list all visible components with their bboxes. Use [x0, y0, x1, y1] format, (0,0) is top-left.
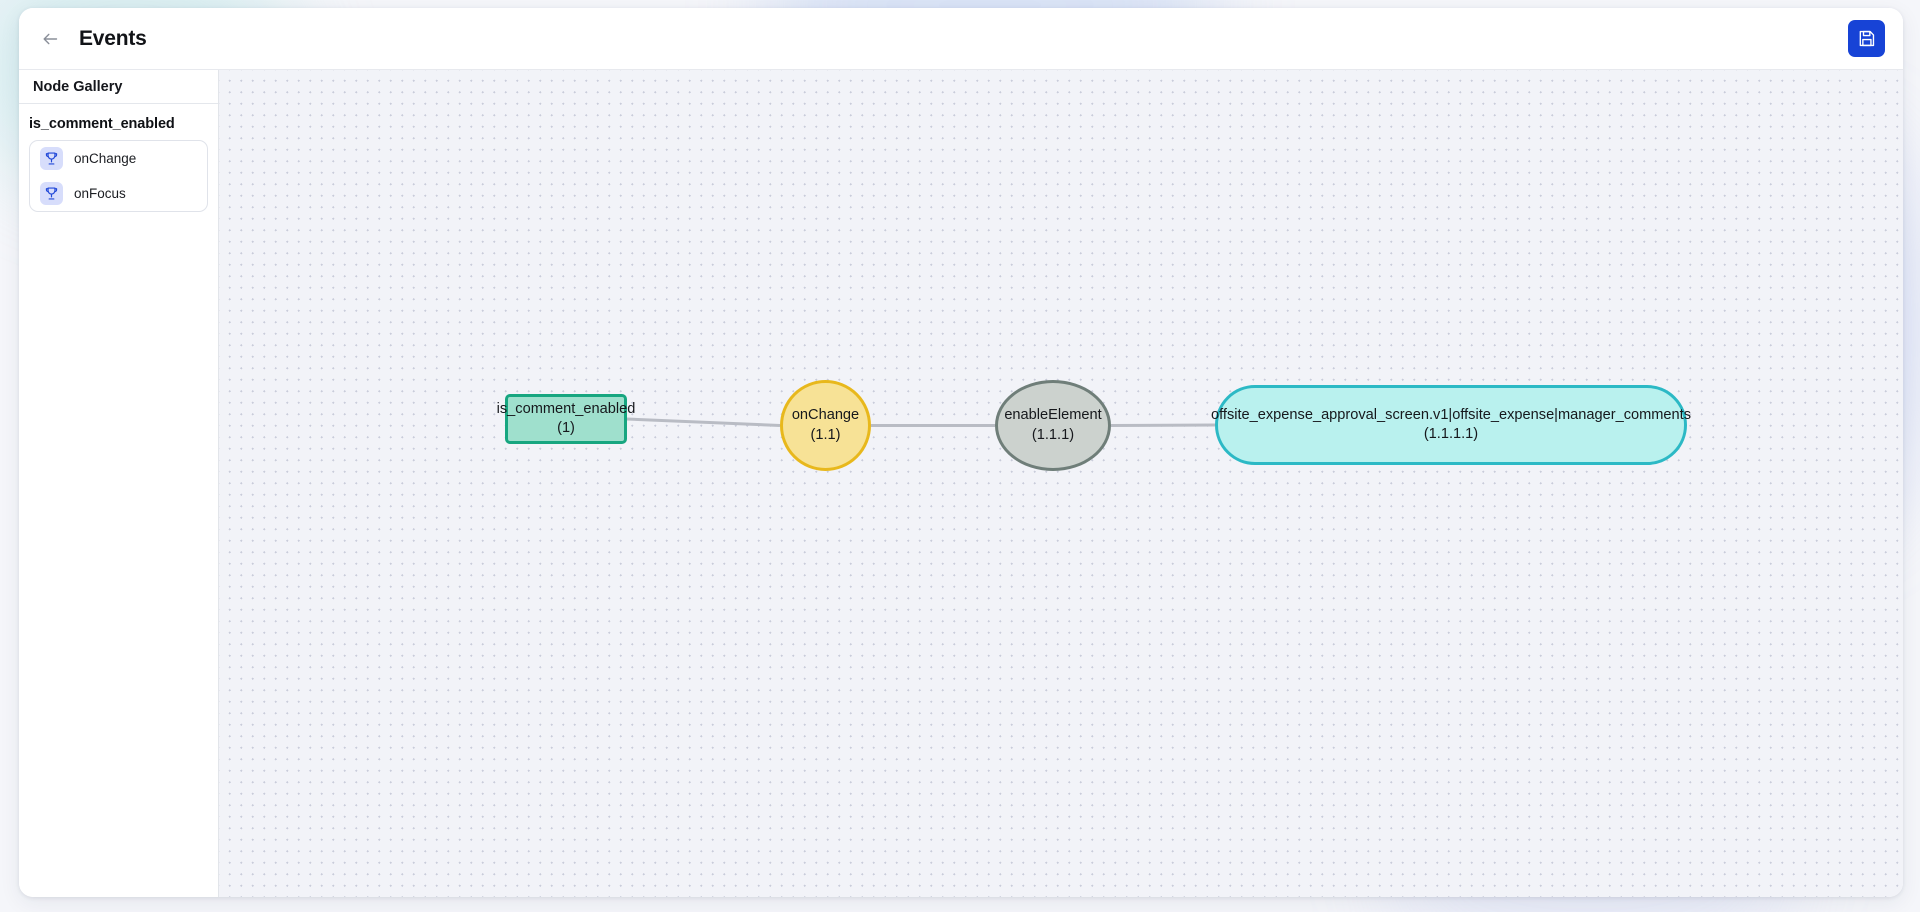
- save-button[interactable]: [1848, 20, 1885, 57]
- page-title: Events: [79, 26, 147, 50]
- graph-node-label: onChange: [791, 407, 860, 424]
- node-group-label: is_comment_enabled: [29, 116, 175, 132]
- graph-node-index: (1.1): [810, 426, 841, 443]
- graph-node-is-comment-enabled[interactable]: is_comment_enabled (1): [497, 394, 635, 444]
- page-header: Events: [19, 8, 1903, 69]
- node-gallery-list: onChange onFocus: [29, 140, 208, 212]
- node-gallery-item-label: onFocus: [74, 186, 126, 201]
- graph-node-onchange[interactable]: onChange (1.1): [780, 380, 871, 471]
- node-gallery-item-label: onChange: [74, 151, 137, 166]
- graph-node-label: is_comment_enabled: [496, 400, 636, 417]
- node-gallery-sidebar: Node Gallery is_comment_enabled onChange: [19, 70, 219, 897]
- arrow-left-icon: [40, 29, 60, 49]
- trophy-icon: [40, 182, 63, 205]
- graph-node-index: (1.1.1.1): [1423, 426, 1479, 442]
- graph-node-index: (1.1.1): [1031, 426, 1075, 443]
- graph-node-label: enableElement: [1004, 407, 1102, 424]
- graph-node-enableelement[interactable]: enableElement (1.1.1): [995, 380, 1111, 471]
- app-card: Events Node Gallery is_comment_enabled: [19, 8, 1903, 897]
- graph-node-label: offsite_expense_approval_screen.v1|offsi…: [1210, 406, 1692, 423]
- node-gallery-item-onchange[interactable]: onChange: [30, 141, 207, 176]
- back-button[interactable]: [35, 24, 65, 54]
- graph-node-index: (1): [557, 420, 575, 436]
- save-floppy-disk-icon: [1857, 29, 1876, 48]
- node-gallery-item-onfocus[interactable]: onFocus: [30, 176, 207, 211]
- node-gallery-title: Node Gallery: [19, 70, 218, 104]
- graph-node-manager-comments[interactable]: offsite_expense_approval_screen.v1|offsi…: [1211, 385, 1691, 465]
- flow-canvas[interactable]: is_comment_enabled (1) onChange (1.1) en…: [219, 70, 1903, 897]
- trophy-icon: [40, 147, 63, 170]
- workspace: Node Gallery is_comment_enabled onChange: [19, 69, 1903, 897]
- graph-edges: [626, 417, 1216, 427]
